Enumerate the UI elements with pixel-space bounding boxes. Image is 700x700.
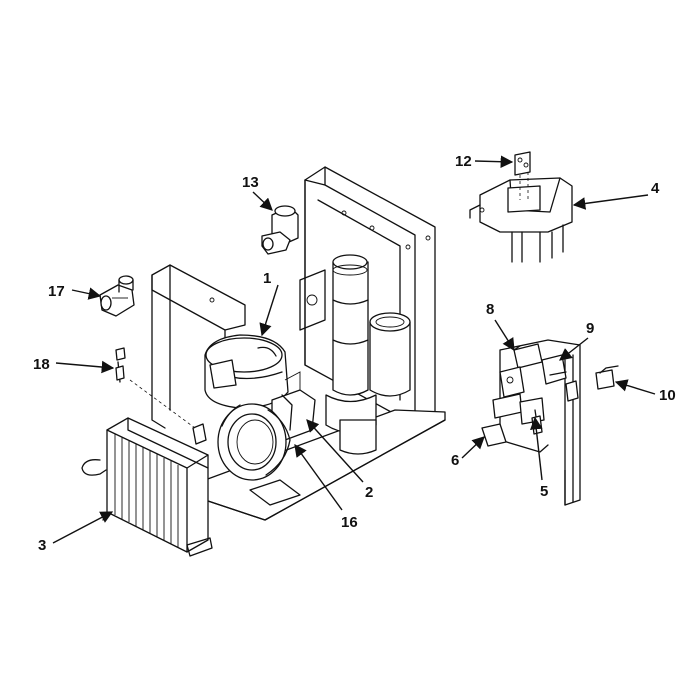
callout-arrow-5 bbox=[530, 416, 543, 481]
filter-drier bbox=[115, 347, 126, 383]
callout-label-1: 1 bbox=[263, 270, 271, 287]
callout-label-17: 17 bbox=[48, 283, 65, 300]
callout-label-16: 16 bbox=[341, 514, 358, 531]
callout-label-4: 4 bbox=[651, 180, 660, 197]
callout-arrow-1 bbox=[259, 284, 279, 337]
condenser-fan-blade bbox=[217, 403, 291, 481]
callout-label-3: 3 bbox=[38, 537, 46, 554]
callout-labels: 1 2 3 4 5 6 8 9 10 12 13 16 17 18 bbox=[33, 153, 676, 554]
callout-label-6: 6 bbox=[451, 452, 459, 469]
callout-arrow-17 bbox=[71, 287, 102, 300]
callout-label-13: 13 bbox=[242, 174, 259, 191]
compressor bbox=[204, 334, 301, 409]
transformer bbox=[481, 423, 507, 447]
callout-arrow-16 bbox=[294, 443, 343, 511]
callout-label-9: 9 bbox=[586, 320, 594, 337]
callout-arrow-4 bbox=[572, 194, 649, 210]
service-fitting bbox=[129, 379, 207, 445]
callout-label-12: 12 bbox=[455, 153, 472, 170]
fuse-holder bbox=[565, 380, 579, 402]
callout-arrow-12 bbox=[474, 155, 514, 168]
evaporator-column bbox=[325, 254, 377, 455]
callout-arrows bbox=[52, 155, 656, 544]
callout-label-8: 8 bbox=[486, 301, 494, 318]
water-inlet-valve bbox=[99, 275, 135, 317]
terminal-block bbox=[514, 151, 531, 200]
callout-arrow-8 bbox=[494, 319, 515, 352]
callout-arrow-18 bbox=[55, 360, 115, 374]
callout-label-10: 10 bbox=[659, 387, 676, 404]
callout-arrow-6 bbox=[461, 436, 485, 459]
solenoid-valve bbox=[261, 205, 299, 255]
callout-arrow-9 bbox=[559, 337, 589, 361]
condenser-coil bbox=[81, 417, 213, 557]
callout-arrow-2 bbox=[306, 419, 364, 483]
callout-arrow-3 bbox=[52, 511, 114, 544]
callout-label-18: 18 bbox=[33, 356, 50, 373]
callout-arrow-13 bbox=[252, 191, 273, 211]
callout-arrow-10 bbox=[614, 379, 656, 395]
control-box bbox=[469, 177, 573, 263]
start-relay bbox=[541, 354, 567, 385]
callout-label-2: 2 bbox=[365, 484, 373, 501]
callout-label-5: 5 bbox=[540, 483, 548, 500]
switch-button bbox=[595, 365, 619, 390]
storage-tank bbox=[369, 312, 411, 397]
overload-switch bbox=[499, 366, 525, 398]
